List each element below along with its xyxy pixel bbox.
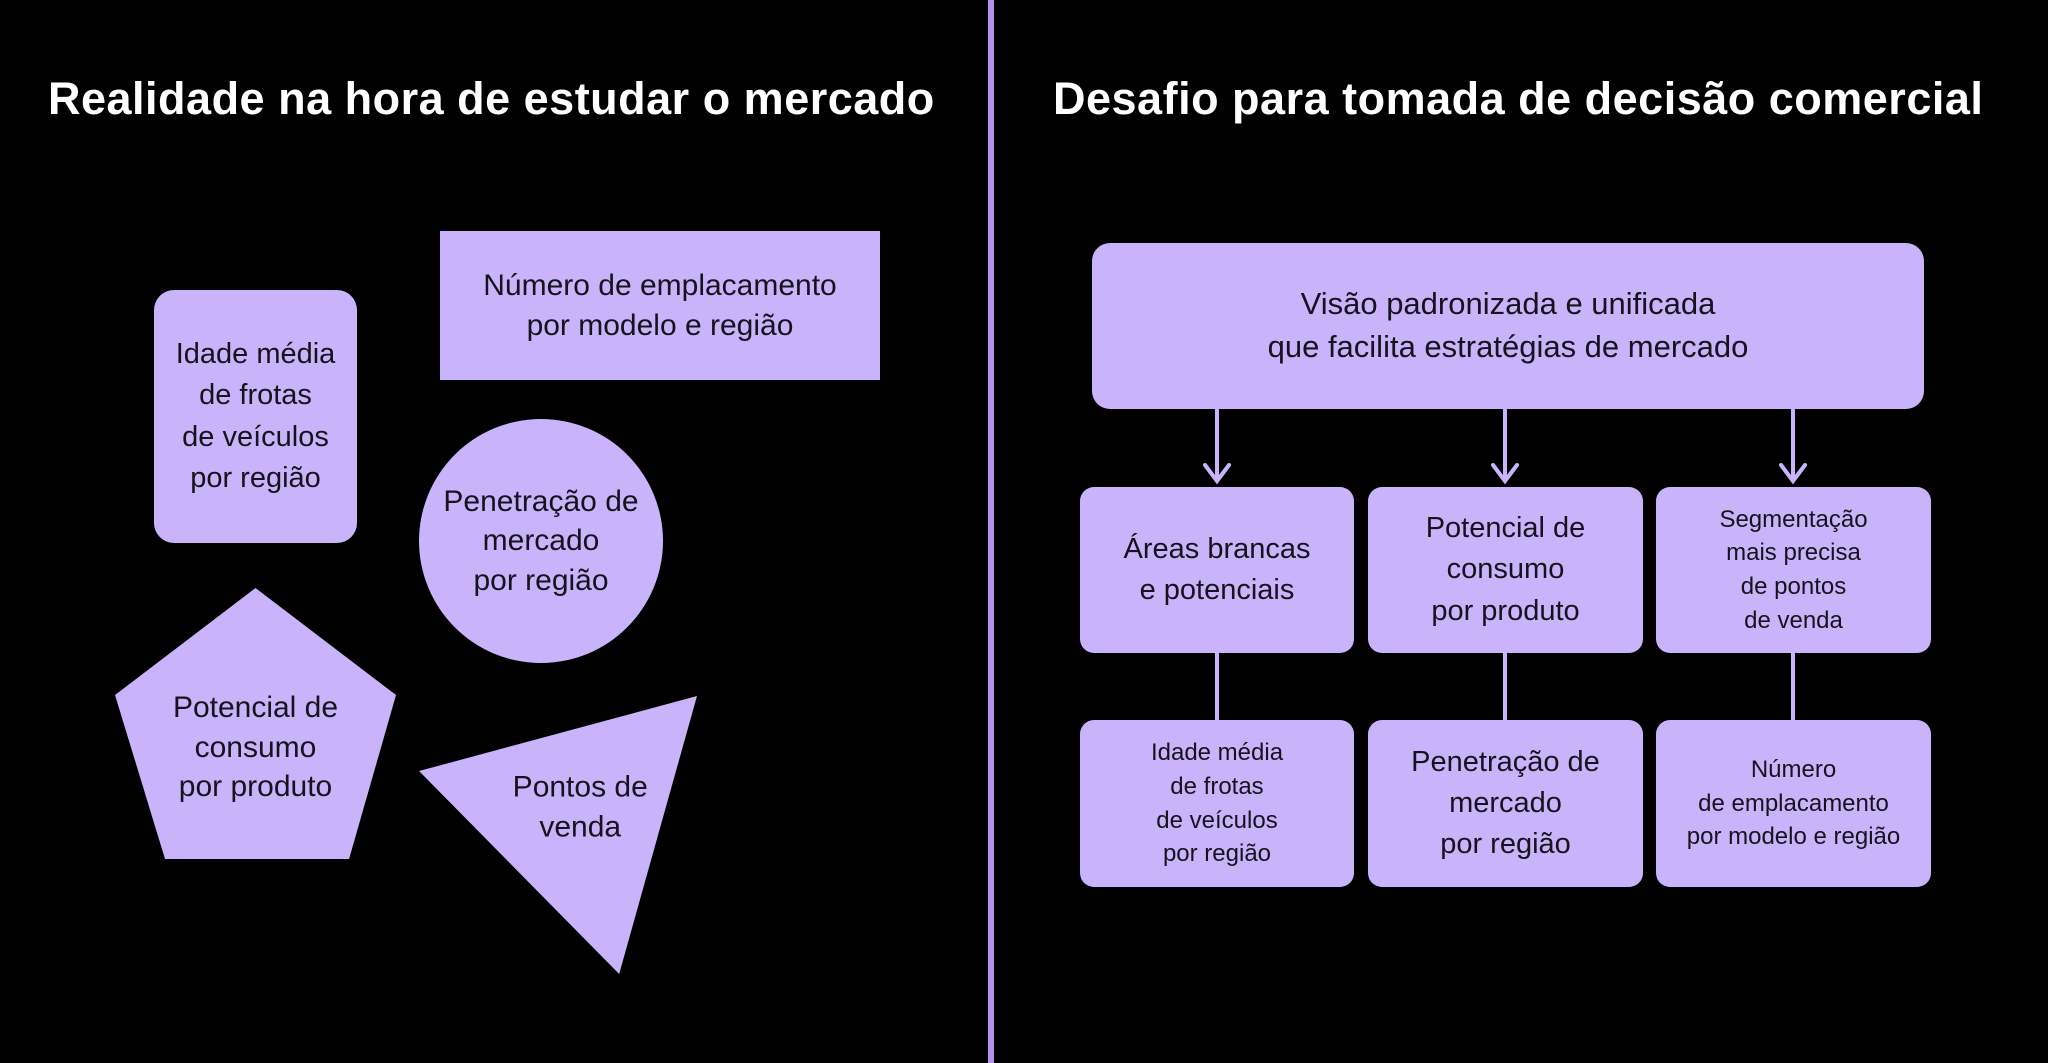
shape-label: Potencial de consumo por produto bbox=[172, 691, 339, 804]
shape-label: Idade média de frotas de veículos por re… bbox=[175, 338, 336, 494]
flow-box-label: Potencial de consumo por produto bbox=[1425, 512, 1586, 627]
flow-box-label: Penetração de mercado por região bbox=[1411, 745, 1600, 861]
shape-label: Penetração de mercado por região bbox=[443, 484, 639, 597]
flow-top-box: Visão padronizada e unificada que facili… bbox=[1092, 243, 1924, 409]
row1-box-potencial-consumo: Potencial de consumo por produto bbox=[1368, 487, 1643, 653]
connector-line bbox=[1215, 653, 1219, 720]
flow-top-box-label: Visão padronizada e unificada que facili… bbox=[1267, 286, 1749, 364]
down-arrow-icon bbox=[1491, 407, 1519, 485]
row1-box-areas-brancas: Áreas brancas e potenciais bbox=[1080, 487, 1354, 653]
connector-line bbox=[1791, 653, 1795, 720]
flow-box-label: Idade média de frotas de veículos por re… bbox=[1150, 739, 1284, 868]
down-arrow-icon bbox=[1779, 407, 1807, 485]
row2-box-numero-emplacamento: Número de emplacamento por modelo e regi… bbox=[1656, 720, 1931, 887]
divider-line bbox=[988, 0, 994, 1063]
left-panel-title: Realidade na hora de estudar o mercado bbox=[48, 73, 935, 124]
flow-box-label: Segmentação mais precisa de pontos de ve… bbox=[1719, 505, 1868, 634]
row1-box-segmentacao: Segmentação mais precisa de pontos de ve… bbox=[1656, 487, 1931, 653]
shape-label: Pontos de venda bbox=[512, 770, 648, 844]
flow-box-label: Áreas brancas e potenciais bbox=[1123, 532, 1311, 606]
connector-line bbox=[1503, 653, 1507, 720]
row2-box-idade-media: Idade média de frotas de veículos por re… bbox=[1080, 720, 1354, 887]
shape-rounded-rectangle: Idade média de frotas de veículos por re… bbox=[154, 290, 357, 543]
shape-circle: Penetração de mercado por região bbox=[419, 419, 663, 663]
down-arrow-icon bbox=[1203, 407, 1231, 485]
right-panel-title: Desafio para tomada de decisão comercial bbox=[1053, 73, 1984, 124]
shape-rectangle: Número de emplacamento por modelo e regi… bbox=[440, 231, 880, 380]
row2-box-penetracao-mercado: Penetração de mercado por região bbox=[1368, 720, 1643, 887]
shape-triangle: Pontos de venda bbox=[419, 696, 697, 974]
shape-pentagon: Potencial de consumo por produto bbox=[115, 588, 396, 859]
flow-box-label: Número de emplacamento por modelo e regi… bbox=[1686, 756, 1901, 851]
shape-label: Número de emplacamento por modelo e regi… bbox=[483, 268, 837, 342]
